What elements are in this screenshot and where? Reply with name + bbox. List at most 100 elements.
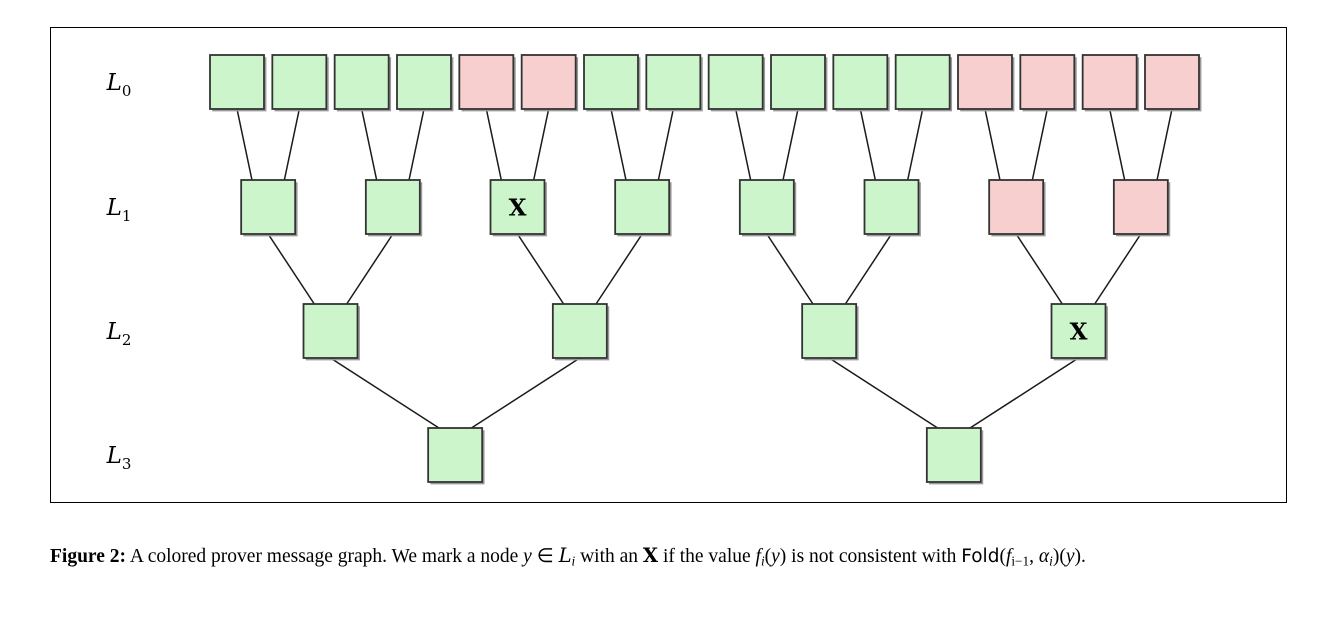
caption-text-8: , [1029, 546, 1039, 567]
graph-node-l0-12[interactable] [957, 54, 1013, 110]
node-shadow [586, 57, 641, 112]
layer-label-base: L [106, 443, 122, 469]
caption-sub-i-minus-1: i−1 [1011, 553, 1030, 569]
caption-sub-i-1: i [571, 553, 576, 569]
graph-node-l0-2[interactable] [333, 54, 390, 110]
node-shadow [336, 57, 392, 112]
caption-text-3: with an [575, 546, 643, 567]
layer-label-base: L [106, 319, 122, 345]
node-shadow [1147, 57, 1202, 112]
graph-edge [360, 108, 378, 181]
graph-edge [734, 108, 752, 181]
graph-edge [532, 108, 550, 181]
graph-edge [346, 233, 394, 305]
node-shadow [461, 57, 516, 112]
figure-caption: Figure 2: A colored prover message graph… [50, 542, 1290, 572]
node-shadow [835, 57, 890, 112]
graph-node-l0-14[interactable] [1081, 54, 1138, 110]
layer-label-l0: L0 [106, 70, 132, 100]
edges-group [236, 108, 1173, 429]
node-shadow [648, 57, 703, 112]
graph-node-l0-7[interactable] [645, 54, 702, 110]
graph-edge [844, 233, 893, 305]
graph-edge [1015, 233, 1063, 305]
node-shadow [1053, 306, 1108, 361]
graph-edge [485, 108, 503, 181]
layer-label-subscript: 0 [122, 82, 132, 100]
caption-sub-i-3: i [1049, 553, 1053, 569]
graph-node-l1-3[interactable] [614, 179, 671, 235]
graph-node-l0-4[interactable] [458, 54, 515, 110]
graph-edge [267, 233, 315, 305]
caption-var-y2: y [771, 546, 780, 567]
graph-edge [283, 108, 301, 181]
graph-node-l2-2[interactable] [801, 303, 858, 359]
caption-var-y3: y [1065, 546, 1075, 567]
caption-var-y: y [523, 546, 532, 567]
node-shadow [1116, 182, 1171, 237]
node-shadow [710, 57, 766, 112]
node-shadow [368, 182, 423, 237]
node-shadow [1022, 57, 1077, 112]
graph-node-l1-1[interactable] [364, 179, 421, 235]
graph-edge [470, 357, 581, 429]
graph-node-l1-0[interactable] [240, 179, 297, 235]
graph-node-l0-5[interactable] [520, 54, 577, 110]
graph-edge [595, 233, 643, 305]
layer-label-l3: L3 [106, 443, 132, 473]
node-shadow [960, 57, 1015, 112]
layer-label-subscript: 3 [122, 455, 132, 473]
graph-edge [969, 357, 1079, 429]
graph-node-l0-13[interactable] [1019, 54, 1076, 110]
graph-node-l0-10[interactable] [832, 54, 889, 110]
graph-node-l1-2[interactable] [489, 179, 546, 235]
graph-node-l0-0[interactable] [209, 54, 265, 110]
graph-edge [610, 108, 627, 181]
caption-var-f2: f [1005, 546, 1012, 567]
graph-node-l0-9[interactable] [770, 54, 826, 110]
caption-var-f: f [755, 546, 761, 567]
graph-node-l2-3[interactable] [1050, 303, 1107, 359]
layer-label-subscript: 2 [122, 331, 132, 349]
graph-edge [236, 108, 253, 181]
graph-node-l0-6[interactable] [583, 54, 639, 110]
graph-node-l2-0[interactable] [302, 303, 359, 359]
graph-node-l0-1[interactable] [271, 54, 328, 110]
graph-node-l0-3[interactable] [396, 54, 452, 110]
graph-node-l1-6[interactable] [988, 179, 1045, 235]
graph-node-l1-5[interactable] [863, 179, 920, 235]
node-shadow [243, 182, 298, 237]
graph-node-l0-8[interactable] [707, 54, 764, 110]
node-shadow [492, 182, 547, 237]
node-shadow [212, 57, 267, 112]
graph-edge [1094, 233, 1142, 305]
node-shadow [897, 57, 953, 112]
node-shadow [991, 182, 1046, 237]
graph-node-l3-0[interactable] [427, 427, 484, 483]
layer-label-l1: L1 [106, 195, 132, 225]
graph-edge [766, 233, 814, 305]
node-shadow [617, 182, 672, 237]
caption-mark-x: X [642, 544, 659, 567]
caption-sub-i-2: i [760, 553, 765, 569]
caption-figure-number: Figure 2: [50, 546, 127, 567]
graph-edge [1108, 108, 1126, 181]
graph-edge [828, 357, 939, 429]
caption-fold-operator: Fold [961, 546, 1000, 567]
node-shadow [866, 182, 921, 237]
graph-node-l1-7[interactable] [1112, 179, 1169, 235]
caption-text-9: )( [1052, 546, 1066, 567]
graph-node-l1-4[interactable] [738, 179, 795, 235]
graph-edge [859, 108, 877, 181]
graph-node-l2-1[interactable] [551, 303, 608, 359]
graph-node-l0-15[interactable] [1144, 54, 1200, 110]
graph-edge [782, 108, 799, 181]
graph-node-l0-11[interactable] [894, 54, 951, 110]
layer-label-base: L [106, 70, 122, 96]
graph-edge [516, 233, 565, 305]
graph-node-l3-1[interactable] [925, 427, 982, 483]
